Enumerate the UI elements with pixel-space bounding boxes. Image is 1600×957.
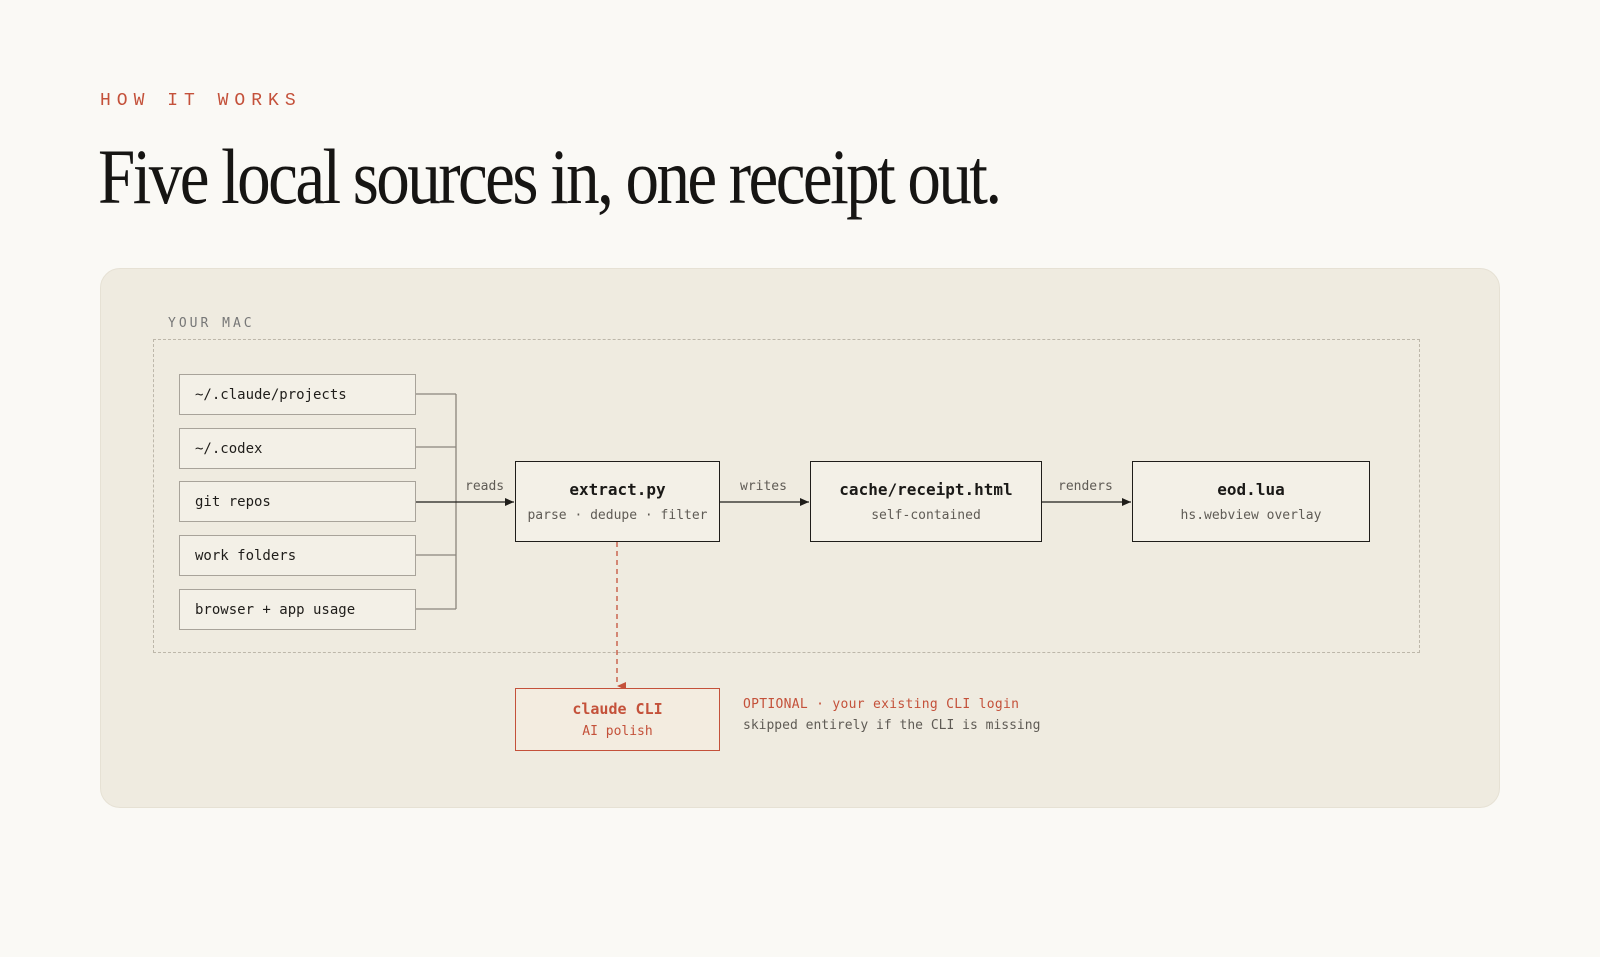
node-cache-receipt: cache/receipt.html self-contained <box>810 461 1042 542</box>
page-title: Five local sources in, one receipt out. <box>98 133 1002 220</box>
node-cache-title: cache/receipt.html <box>839 480 1013 499</box>
node-eod-subtitle: hs.webview overlay <box>1180 508 1322 523</box>
optional-note: OPTIONAL · your existing CLI login <box>743 697 1020 712</box>
claude-cli-title: claude CLI <box>572 700 663 718</box>
section-eyebrow: HOW IT WORKS <box>100 91 302 111</box>
source-claude-projects: ~/.claude/projects <box>179 374 416 415</box>
source-work-folders: work folders <box>179 535 416 576</box>
node-claude-cli: claude CLI AI polish <box>515 688 720 751</box>
node-extract-subtitle: parse · dedupe · filter <box>527 508 708 523</box>
source-codex: ~/.codex <box>179 428 416 469</box>
region-label: YOUR MAC <box>168 316 255 331</box>
claude-cli-subtitle: AI polish <box>582 724 653 739</box>
optional-note-sub: skipped entirely if the CLI is missing <box>743 718 1041 733</box>
source-browser-app-usage: browser + app usage <box>179 589 416 630</box>
writes-label: writes <box>740 479 787 494</box>
renders-label: renders <box>1058 479 1113 494</box>
your-mac-region <box>153 339 1420 653</box>
node-extract: extract.py parse · dedupe · filter <box>515 461 720 542</box>
reads-label: reads <box>465 479 505 494</box>
node-eod-title: eod.lua <box>1217 480 1285 499</box>
node-extract-title: extract.py <box>569 480 666 499</box>
node-eod-lua: eod.lua hs.webview overlay <box>1132 461 1370 542</box>
node-cache-subtitle: self-contained <box>871 508 981 523</box>
source-git-repos: git repos <box>179 481 416 522</box>
